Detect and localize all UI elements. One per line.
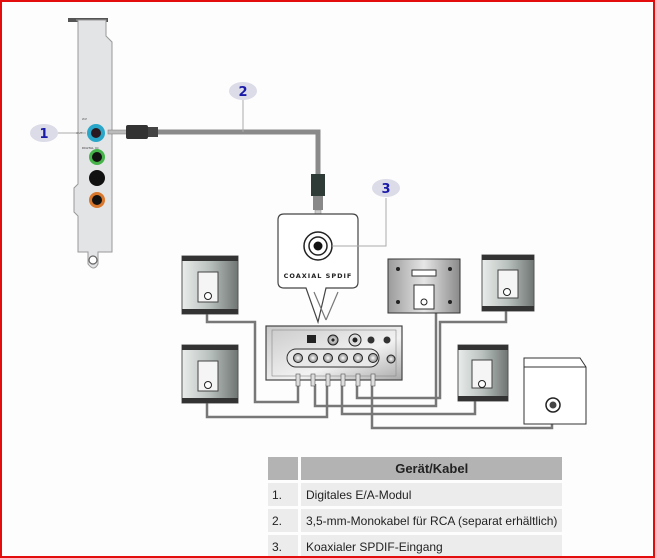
- legend-row: 1. Digitales E/A-Modul: [268, 483, 563, 506]
- connection-diagram: OUT DIGITAL_IO ⇌⇌ COAXIAL SPDIF 1: [30, 18, 587, 430]
- callout-3-leader: [332, 198, 387, 247]
- sound-card-bracket: OUT DIGITAL_IO ⇌⇌: [68, 18, 113, 269]
- speaker-cables: [205, 291, 554, 430]
- legend-header-row: Gerät/Kabel: [268, 457, 563, 480]
- callout-1: 1: [30, 124, 58, 142]
- speaker-rear-right: [457, 344, 509, 402]
- black-jack[interactable]: [89, 170, 105, 186]
- legend-row-number: 1.: [268, 483, 298, 506]
- legend-header: Gerät/Kabel: [301, 457, 563, 480]
- subwoofer: [523, 357, 587, 425]
- speaker-rear-left: [181, 344, 239, 404]
- legend-number-header: [268, 457, 298, 480]
- callout-2: 2: [229, 82, 257, 100]
- legend-row-number: 3.: [268, 535, 298, 556]
- s-video-port[interactable]: [348, 333, 362, 347]
- legend-row: 2. 3,5-mm-Monokabel für RCA (separat erh…: [268, 509, 563, 532]
- digital-io-jack[interactable]: [87, 124, 105, 142]
- port-icon: ⇌⇌: [82, 117, 88, 121]
- rca-plug-top: [311, 174, 325, 221]
- speaker-front-left: [181, 255, 239, 315]
- bracket-screw-hole: [88, 255, 98, 265]
- device-cable-legend: Gerät/Kabel 1. Digitales E/A-Modul 2. 3,…: [265, 454, 565, 556]
- coaxial-spdif-input[interactable]: [327, 334, 339, 346]
- coaxial-spdif-label: COAXIAL SPDIF: [284, 272, 353, 280]
- mono-plug: [107, 125, 158, 139]
- svg-text:3: 3: [381, 182, 390, 197]
- legend-row: 3. Koaxialer SPDIF-Eingang: [268, 535, 563, 556]
- mini-jack-2[interactable]: [383, 336, 391, 344]
- rca-plugs: [295, 373, 376, 387]
- svg-text:1: 1: [39, 127, 48, 142]
- legend-row-text: 3,5-mm-Monokabel für RCA (separat erhält…: [301, 509, 563, 532]
- coaxial-spdif-bubble: COAXIAL SPDIF: [277, 213, 359, 325]
- speaker-front-right: [481, 254, 535, 312]
- svg-text:2: 2: [238, 85, 247, 100]
- mini-jack-1[interactable]: [367, 336, 375, 344]
- digital-io-module: [265, 325, 403, 387]
- orange-jack[interactable]: [89, 192, 105, 208]
- optical-port[interactable]: [307, 335, 316, 343]
- legend-row-text: Koaxialer SPDIF-Eingang: [301, 535, 563, 556]
- callout-3: 3: [372, 179, 400, 197]
- legend-row-text: Digitales E/A-Modul: [301, 483, 563, 506]
- green-jack[interactable]: [89, 149, 105, 165]
- digital-io-label: DIGITAL_IO: [82, 146, 99, 150]
- rca-output-row: [293, 353, 378, 363]
- speaker-center: [387, 258, 461, 314]
- legend-row-number: 2.: [268, 509, 298, 532]
- mono-cable: [158, 129, 321, 174]
